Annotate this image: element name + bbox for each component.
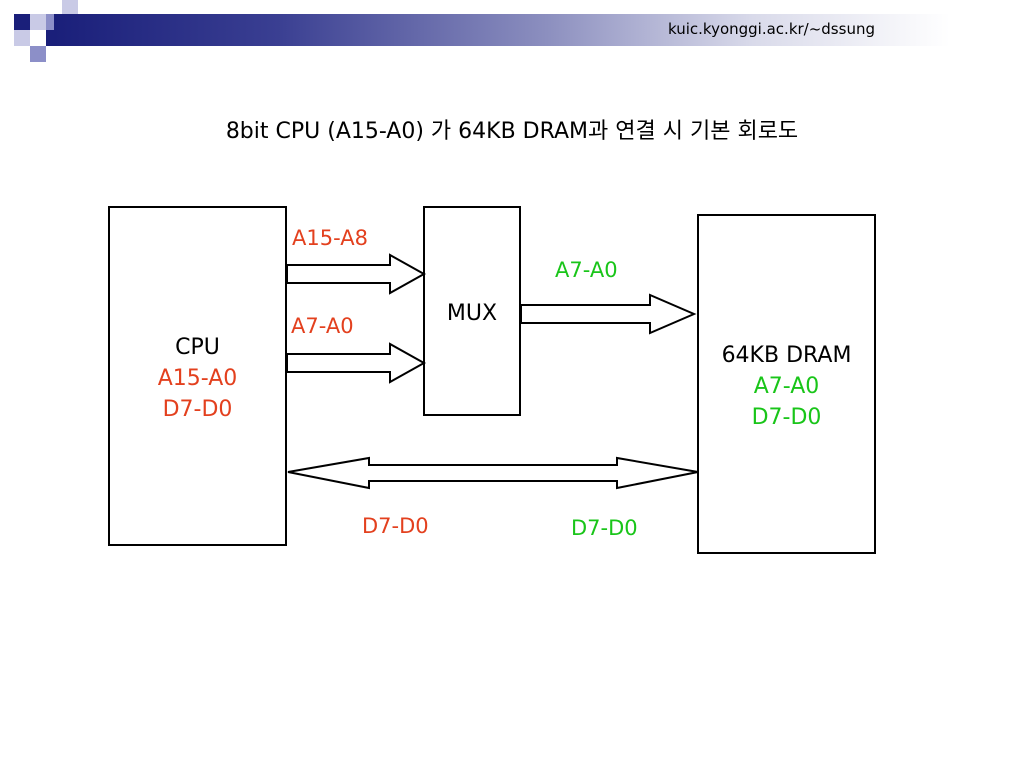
cpu-address-pins: A15-A0 [157,366,238,391]
cpu-name: CPU [175,335,220,360]
cpu-data-pins: D7-D0 [162,397,233,422]
data-bus-arrow [287,456,699,490]
mux-output-arrow [520,293,697,335]
mux-output-label: A7-A0 [555,258,618,282]
dram-data-bus-label: D7-D0 [571,516,638,540]
low-address-arrow [286,342,427,384]
mux-block [423,206,521,416]
dram-data-pins: D7-D0 [751,405,822,430]
mux-name: MUX [446,301,498,326]
page-title: 8bit CPU (A15-A0) 가 64KB DRAM과 연결 시 기본 회… [225,119,799,144]
low-address-label: A7-A0 [291,314,354,338]
dram-label-group: 64KB DRAM A7-A0 D7-D0 [698,340,875,433]
high-address-label: A15-A8 [292,226,368,250]
dram-block [697,214,876,554]
dram-address-pins: A7-A0 [753,374,820,399]
cpu-block [108,206,287,546]
dram-name: 64KB DRAM [721,343,852,368]
cpu-label-group: CPU A15-A0 D7-D0 [109,332,286,425]
high-address-arrow [286,253,427,295]
header-url: kuic.kyonggi.ac.kr/~dssung [668,20,875,38]
header-bar [54,14,950,46]
cpu-data-bus-label: D7-D0 [362,514,429,538]
